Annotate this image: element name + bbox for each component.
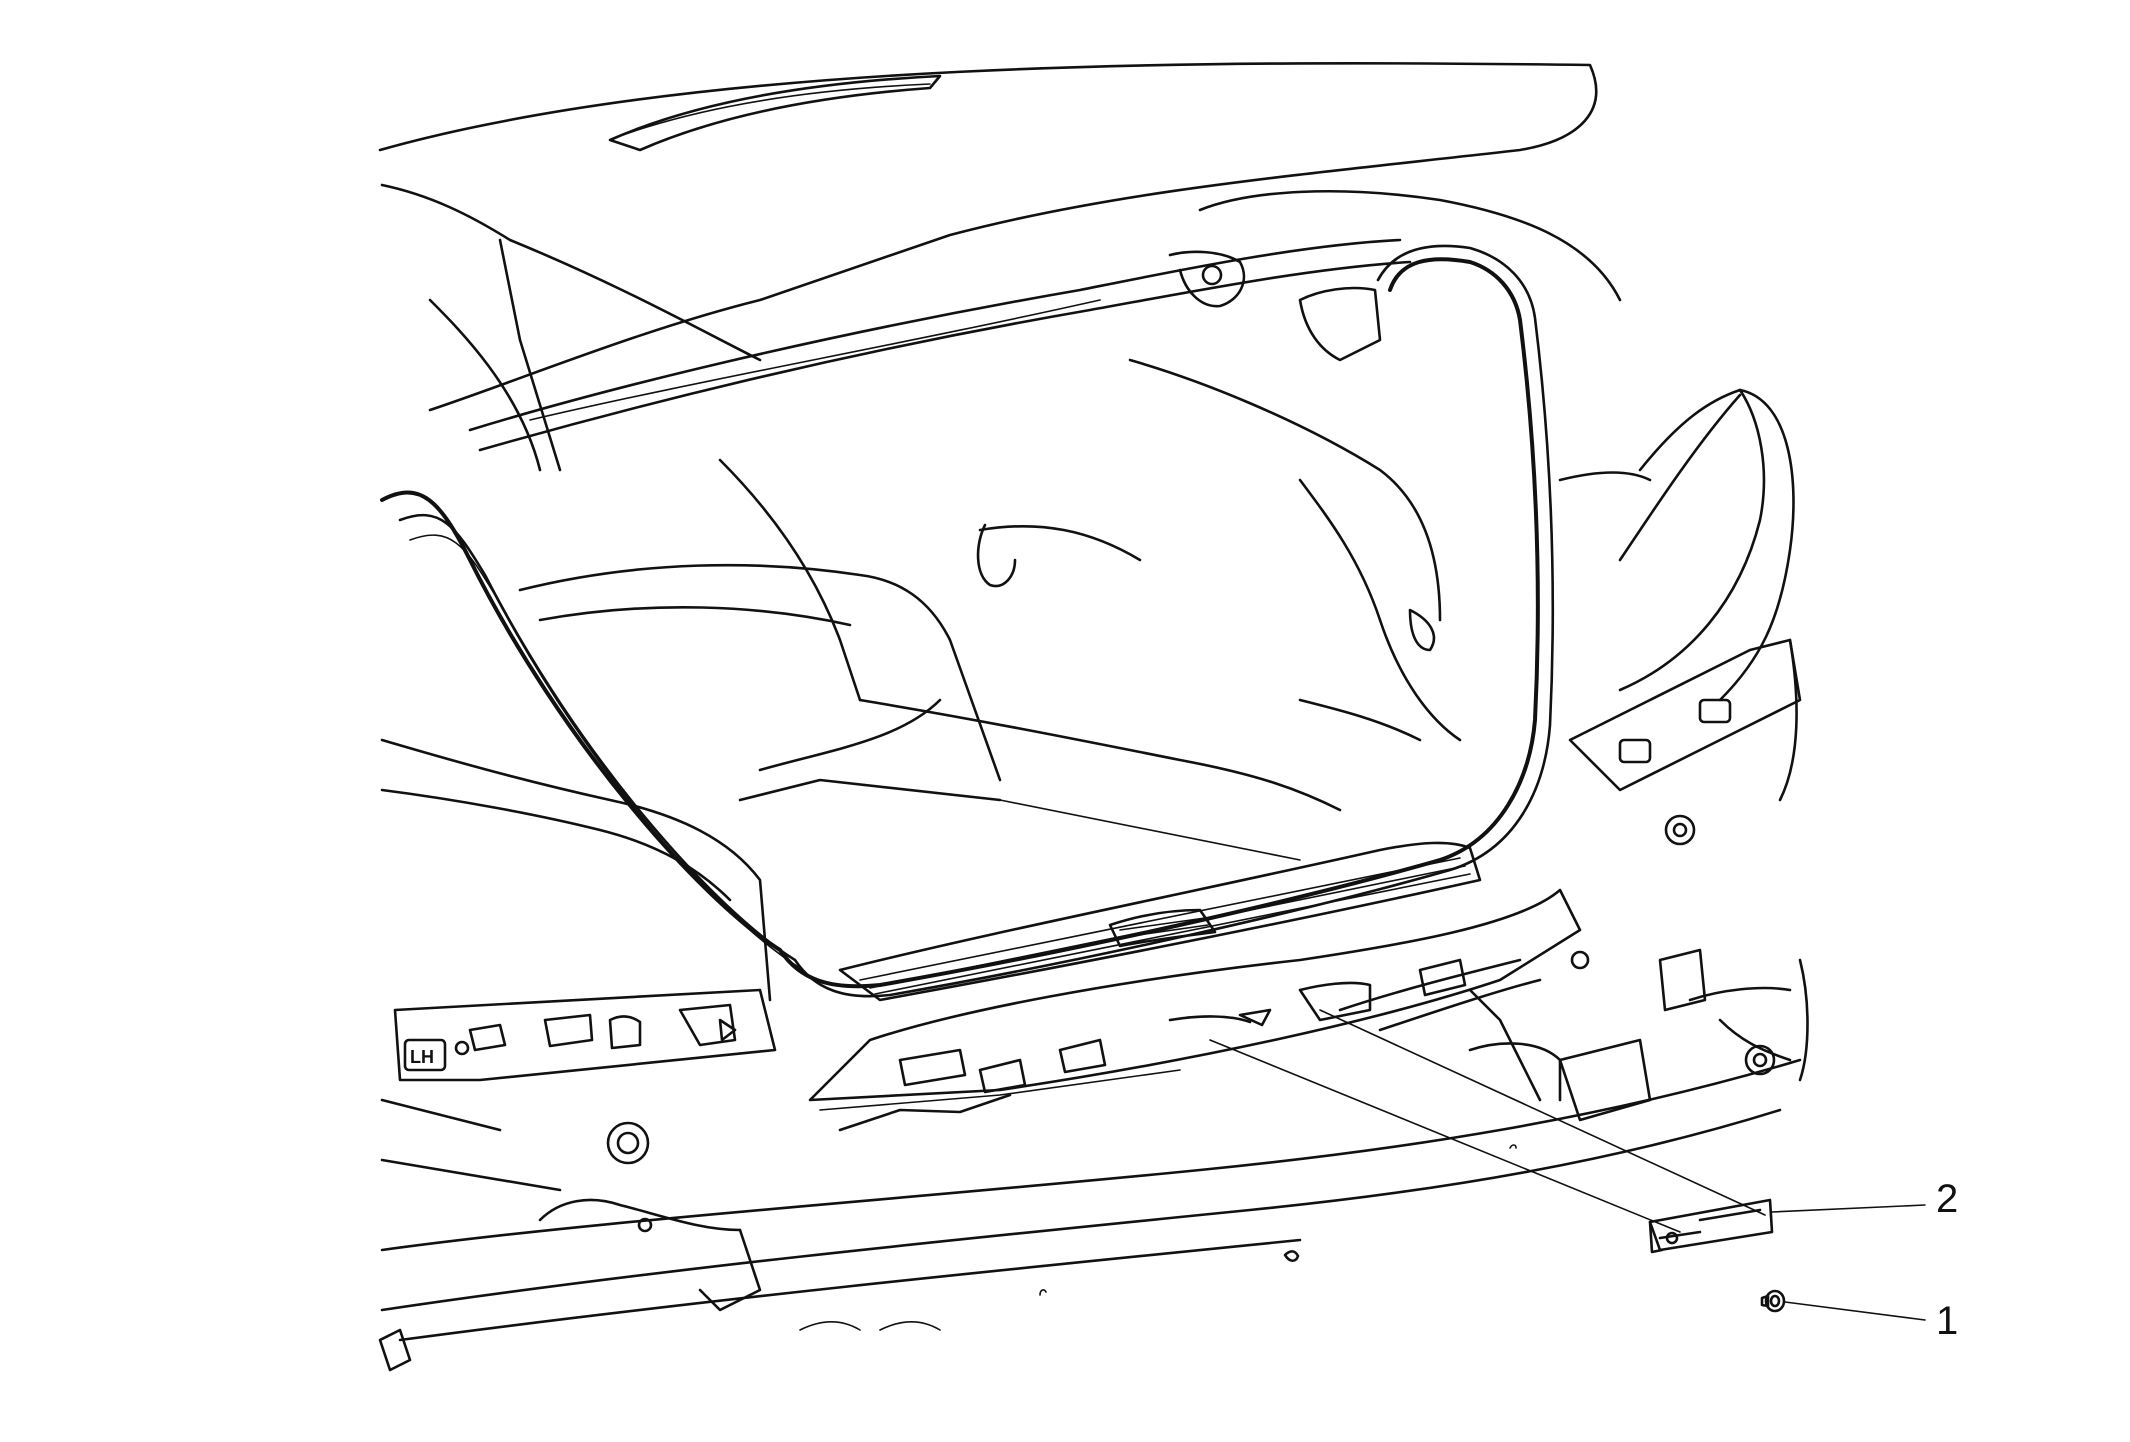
- weatherstrip: [380, 244, 1555, 998]
- callout-1-label: 1: [1936, 1299, 1958, 1343]
- part-1-fastener: [1760, 1289, 1786, 1313]
- sill-plate: [838, 841, 1482, 1002]
- leader-lines: [1771, 1204, 1926, 1321]
- part-2-bracket: [1648, 1198, 1774, 1254]
- upper-trunk-opening: [468, 238, 1412, 452]
- callout-2-label: 2: [1936, 1177, 1958, 1221]
- exploded-guide-lines: [1209, 1009, 1766, 1233]
- rear-body-panel: [808, 888, 1582, 1132]
- deck-lid: [378, 61, 1622, 472]
- right-tail-lamp: [1558, 388, 1802, 846]
- lower-bumper: [378, 948, 1809, 1372]
- left-tail-lamp-bracket: LH: [380, 738, 777, 1082]
- lh-stamp: LH: [410, 1047, 434, 1067]
- trunk-interior: [518, 358, 1462, 861]
